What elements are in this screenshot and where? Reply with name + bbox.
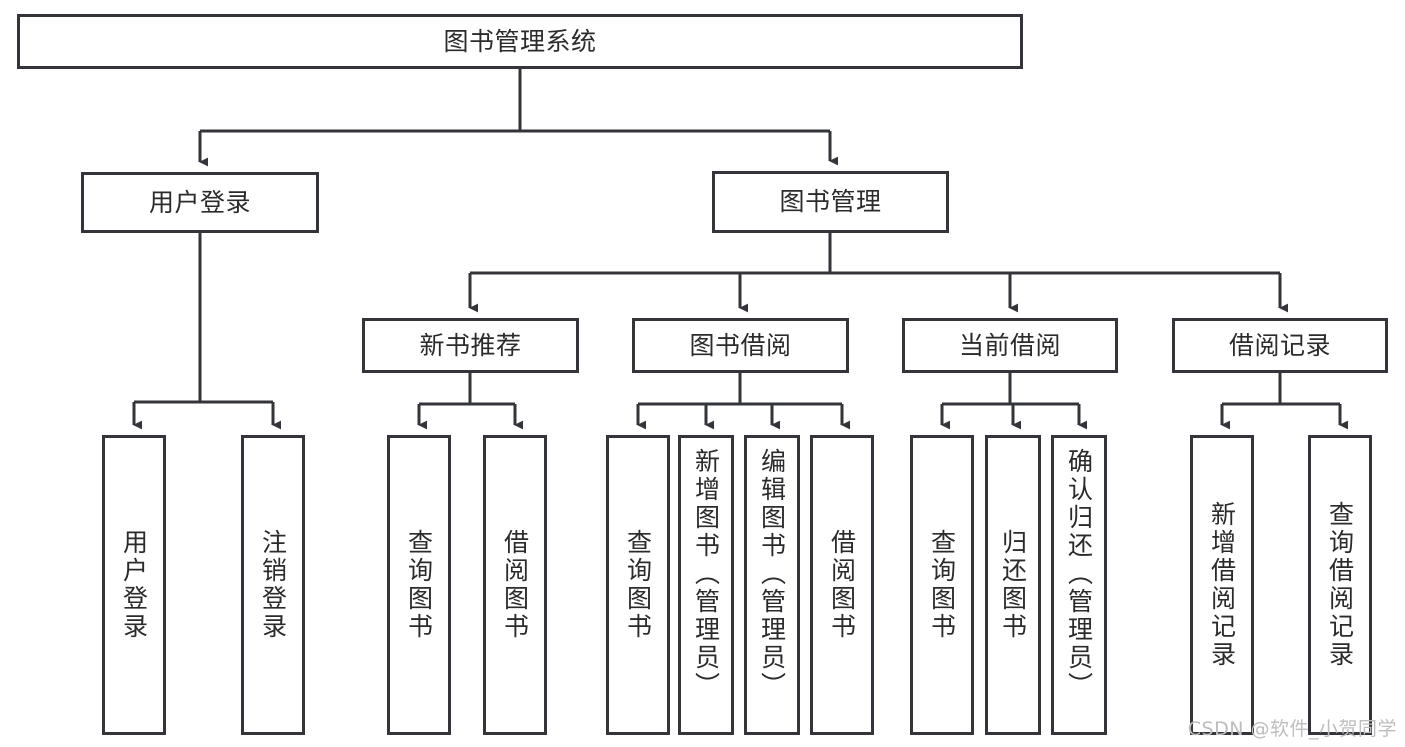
node-leaf-query-book-c[interactable]: 查询图书 — [910, 435, 974, 735]
node-leaf-user-login-label: 用户登录 — [119, 529, 149, 641]
node-leaf-return-book-label: 归还图书 — [998, 529, 1028, 641]
node-leaf-query-book-a-label: 查询图书 — [404, 529, 434, 641]
node-leaf-query-book-b-label: 查询图书 — [623, 529, 653, 641]
node-leaf-borrow-book-b-label: 借阅图书 — [827, 529, 857, 641]
node-leaf-query-book-b[interactable]: 查询图书 — [606, 435, 670, 735]
node-leaf-logout[interactable]: 注销登录 — [241, 435, 305, 735]
node-leaf-add-record[interactable]: 新增借阅记录 — [1190, 435, 1254, 735]
node-book-borrow-label: 图书借阅 — [689, 330, 792, 360]
node-leaf-user-login[interactable]: 用户登录 — [102, 435, 166, 735]
node-leaf-query-book-a[interactable]: 查询图书 — [387, 435, 451, 735]
node-current-borrow-label: 当前借阅 — [958, 330, 1061, 360]
node-new-book-recommend-label: 新书推荐 — [419, 330, 522, 360]
node-leaf-query-book-c-label: 查询图书 — [927, 529, 957, 641]
node-leaf-edit-book-label: 编辑图书（管理员） — [757, 448, 787, 700]
node-user-login[interactable]: 用户登录 — [81, 172, 319, 233]
csdn-watermark: CSDN @软件_小贺同学 — [1187, 718, 1397, 740]
node-leaf-query-record[interactable]: 查询借阅记录 — [1308, 435, 1372, 735]
node-book-manage[interactable]: 图书管理 — [712, 171, 949, 233]
node-leaf-confirm-return[interactable]: 确认归还（管理员） — [1051, 435, 1107, 735]
node-book-manage-label: 图书管理 — [779, 187, 882, 217]
node-current-borrow[interactable]: 当前借阅 — [902, 318, 1118, 373]
node-borrow-record[interactable]: 借阅记录 — [1172, 318, 1388, 373]
node-root-label: 图书管理系统 — [443, 26, 597, 56]
node-user-login-label: 用户登录 — [148, 187, 251, 217]
node-new-book-recommend[interactable]: 新书推荐 — [362, 318, 579, 373]
node-leaf-edit-book[interactable]: 编辑图书（管理员） — [744, 435, 800, 735]
node-leaf-add-record-label: 新增借阅记录 — [1207, 501, 1237, 669]
node-leaf-borrow-book-a[interactable]: 借阅图书 — [483, 435, 547, 735]
node-leaf-logout-label: 注销登录 — [258, 529, 288, 641]
node-root[interactable]: 图书管理系统 — [17, 14, 1023, 69]
node-leaf-query-record-label: 查询借阅记录 — [1325, 501, 1355, 669]
node-leaf-confirm-return-label: 确认归还（管理员） — [1064, 448, 1094, 700]
node-book-borrow[interactable]: 图书借阅 — [632, 318, 849, 373]
node-leaf-add-book[interactable]: 新增图书（管理员） — [678, 435, 734, 735]
node-leaf-return-book[interactable]: 归还图书 — [985, 435, 1041, 735]
node-leaf-borrow-book-b[interactable]: 借阅图书 — [810, 435, 874, 735]
node-leaf-add-book-label: 新增图书（管理员） — [691, 448, 721, 700]
node-borrow-record-label: 借阅记录 — [1228, 330, 1331, 360]
node-leaf-borrow-book-a-label: 借阅图书 — [500, 529, 530, 641]
